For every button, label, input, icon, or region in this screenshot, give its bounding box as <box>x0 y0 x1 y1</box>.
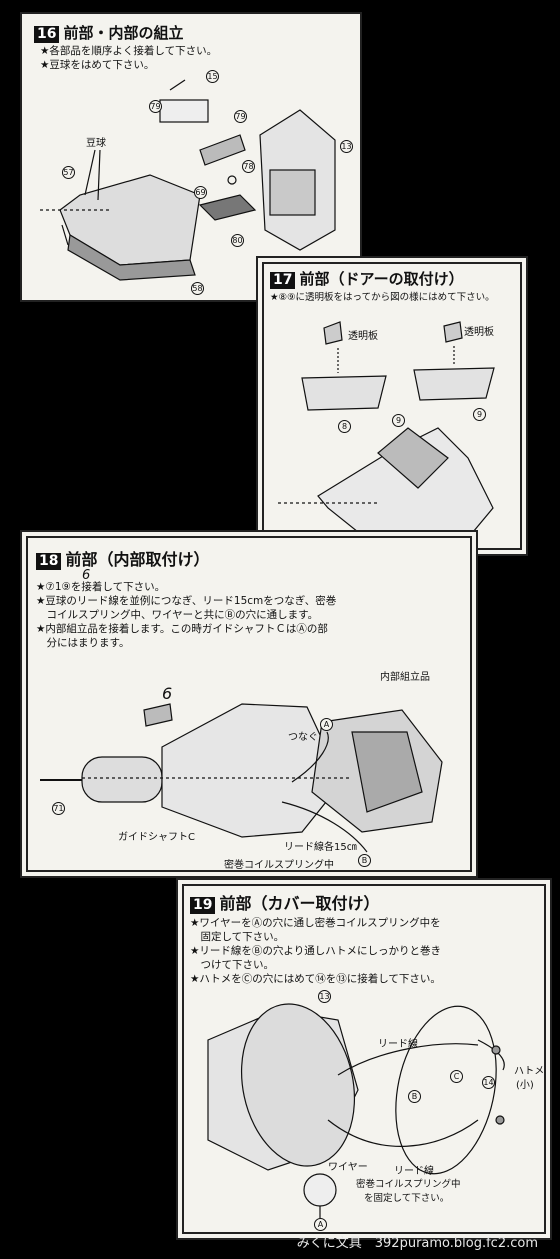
step19-hatome-label: ハトメ <box>514 1066 545 1077</box>
step16-part-57: 57 <box>62 166 75 179</box>
step18-title-text: 前部（内部取付け） <box>65 550 210 569</box>
step19-wire-label: ワイヤー <box>328 1162 368 1173</box>
step16-part-78: 78 <box>242 160 255 173</box>
step18-line-4: ★内部組立品を接着します。この時ガイドシャフトＣはⒶの部 <box>36 623 328 635</box>
step18-handwritten-1: 6 <box>82 568 91 583</box>
step16-number: 16 <box>34 26 60 43</box>
step19-part-13: 13 <box>318 990 331 1003</box>
step19-hole-a: A <box>314 1218 327 1231</box>
step19-lead-label-bottom: リード線 <box>394 1166 434 1177</box>
step18-line-1: ★⑦1⑨を接着して下さい。 <box>36 581 166 593</box>
step17-part-8: 8 <box>338 420 351 433</box>
step18-number: 18 <box>36 553 62 570</box>
step19-frame <box>182 884 546 1234</box>
step16-part-69: 69 <box>194 186 207 199</box>
step18-spring-label: 密巻コイルスプリング中 <box>224 860 334 871</box>
step18-line-5: 分にはまります。 <box>36 637 130 649</box>
step16-line-2: ★豆球をはめて下さい。 <box>40 59 155 71</box>
step19-line-4: つけて下さい。 <box>190 959 274 971</box>
step16-part-13: 13 <box>340 140 353 153</box>
step16-part-15: 15 <box>206 70 219 83</box>
step16-part-79a: 79 <box>149 100 162 113</box>
step18-hole-b: B <box>358 854 371 867</box>
step18-part-71: 71 <box>52 802 65 815</box>
step18-connect-label: つなぐ <box>288 732 318 743</box>
step18-guide-shaft-label: ガイドシャフトC <box>118 832 195 843</box>
step16-title-text: 前部・内部の組立 <box>63 24 184 42</box>
step17-number: 17 <box>270 272 296 289</box>
step19-drawing <box>207 1003 505 1218</box>
step17-part-9b: 9 <box>392 414 405 427</box>
step18-handwritten-2: 6 <box>162 684 173 703</box>
step19-line-1: ★ワイヤーをⒶの穴に通し密巻コイルスプリング中を <box>190 917 441 929</box>
footer-credit: みくに文具 392puramo.blog.fc2.com <box>296 1236 538 1251</box>
step19-note-2: を固定して下さい。 <box>364 1193 450 1204</box>
step19-line-5: ★ハトメをⒸの穴にはめて⑭を⑬に接着して下さい。 <box>190 973 441 985</box>
step19-part-14: 14 <box>482 1076 495 1089</box>
step19-lead-label-top: リード線 <box>378 1039 418 1050</box>
step16-part-79b: 79 <box>234 110 247 123</box>
step18-frame <box>26 536 472 872</box>
step18-inner-assembly-label: 内部組立品 <box>380 672 430 683</box>
step19-hole-b: B <box>408 1090 421 1103</box>
step18-drawing <box>40 703 443 853</box>
step18-hole-a: A <box>320 718 333 731</box>
step19-line-2: 固定して下さい。 <box>190 931 285 943</box>
step17-part-9a: 9 <box>473 408 486 421</box>
step16-drawing <box>40 79 336 281</box>
step17-drawing <box>278 321 495 551</box>
step19-title-text: 前部（カバー取付け） <box>219 894 380 913</box>
step19-note-1: 密巻コイルスプリング中 <box>356 1179 461 1190</box>
step17-clear-label-a: 透明板 <box>348 331 378 342</box>
step19-line-3: ★リード線をⒷの穴より通しハトメにしっかりと巻き <box>190 945 442 957</box>
step18-lead-label: リード線各15㎝ <box>284 842 357 853</box>
step16-bulb-label: 豆球 <box>86 138 106 149</box>
step18-line-3: コイルスプリング中、ワイヤーと共にⒷの穴に通します。 <box>36 609 319 621</box>
step17-clear-label-b: 透明板 <box>464 327 494 338</box>
step18-line-2: ★豆球のリード線を並例につなぎ、リード15cmをつなぎ、密巻 <box>36 595 337 607</box>
step19-hole-c: C <box>450 1070 463 1083</box>
step17-line-1: ★⑧⑨に透明板をはってから図の様にはめて下さい。 <box>270 292 495 303</box>
step19-number: 19 <box>190 897 216 914</box>
step19-small-label: (小) <box>516 1080 534 1091</box>
step16-part-58: 58 <box>191 282 204 295</box>
step17-title-text: 前部（ドアーの取付け） <box>299 270 464 288</box>
step16-part-80: 80 <box>231 234 244 247</box>
step16-line-1: ★各部品を順序よく接着して下さい。 <box>40 45 218 57</box>
